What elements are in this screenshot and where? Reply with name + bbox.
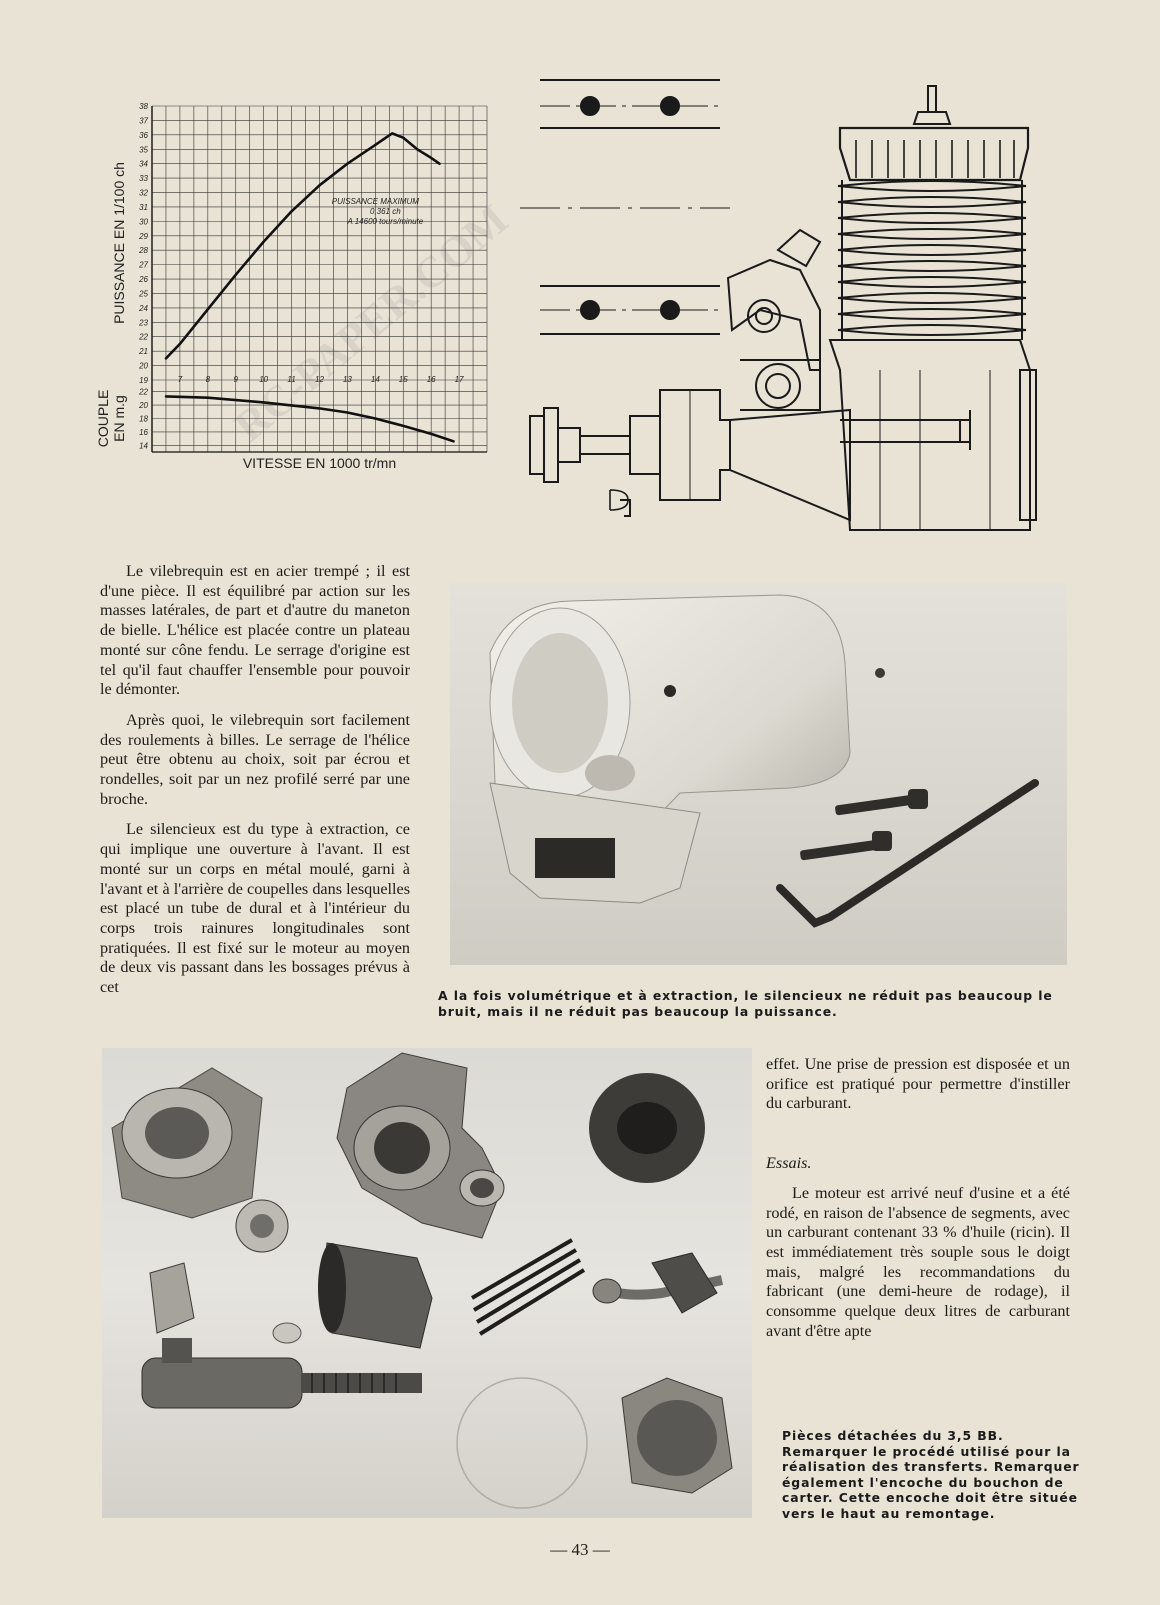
y-axis-label-torque: COUPLE bbox=[95, 390, 111, 448]
engine-technical-drawing bbox=[520, 70, 1080, 550]
y-tick-label-bottom: 18 bbox=[139, 415, 148, 424]
silencer-photo bbox=[450, 583, 1067, 965]
y-tick-label-top: 33 bbox=[139, 174, 148, 183]
chart-svg: RC-PAPER.COM1920212223242526272829303132… bbox=[95, 102, 517, 471]
x-tick-label: 16 bbox=[427, 375, 436, 384]
power-curve bbox=[164, 132, 441, 360]
x-tick-label: 17 bbox=[455, 375, 464, 384]
caption-engine-parts: Pièces détachées du 3,5 BB. Remarquer le… bbox=[782, 1428, 1080, 1521]
silencer-photo-image bbox=[489, 594, 1039, 928]
y-axis-label-power: PUISSANCE EN 1/100 ch bbox=[111, 162, 127, 324]
torque-curve bbox=[164, 395, 455, 443]
paragraph-silencer: Le silencieux est du type à extraction, … bbox=[100, 820, 410, 997]
max-power-annotation: 0,361 ch bbox=[370, 207, 401, 216]
y-tick-label-bottom: 20 bbox=[138, 401, 148, 410]
x-tick-label: 14 bbox=[371, 375, 380, 384]
x-tick-label: 12 bbox=[315, 375, 324, 384]
article-column-left: Le vilebrequin est en acier trempé ; il … bbox=[100, 562, 410, 1009]
y-tick-label-top: 32 bbox=[139, 189, 148, 198]
x-tick-label: 11 bbox=[287, 375, 295, 384]
center-mark bbox=[580, 96, 600, 116]
y-tick-label-bottom: 14 bbox=[139, 441, 148, 450]
y-tick-label-top: 24 bbox=[138, 304, 148, 313]
y-axis-label-torque: EN m.g bbox=[111, 395, 127, 442]
y-tick-label-top: 22 bbox=[138, 333, 148, 342]
y-tick-label-top: 36 bbox=[139, 131, 148, 140]
y-tick-label-top: 28 bbox=[138, 246, 148, 255]
article-column-right: effet. Une prise de pression est disposé… bbox=[766, 1055, 1070, 1352]
engine-parts-photo-image bbox=[111, 1052, 733, 1509]
y-tick-label-bottom: 16 bbox=[139, 428, 148, 437]
engine-drawing-svg bbox=[520, 79, 1037, 531]
y-tick-label-top: 35 bbox=[139, 145, 148, 154]
max-power-annotation: A 14600 tours/minute bbox=[346, 217, 423, 226]
y-tick-label-top: 31 bbox=[139, 203, 148, 212]
y-tick-label-top: 38 bbox=[139, 102, 148, 111]
y-tick-label-top: 34 bbox=[139, 160, 148, 169]
y-tick-label-bottom: 22 bbox=[138, 388, 148, 397]
x-tick-label: 8 bbox=[206, 375, 211, 384]
engine-parts-photo bbox=[102, 1048, 752, 1518]
y-tick-label-top: 25 bbox=[138, 289, 148, 298]
paragraph-continuation: effet. Une prise de pression est disposé… bbox=[766, 1055, 1070, 1113]
center-mark bbox=[660, 96, 680, 116]
paragraph-essais: Le moteur est arrivé neuf d'usine et a é… bbox=[766, 1183, 1070, 1340]
y-tick-label-top: 29 bbox=[138, 232, 148, 241]
y-tick-label-top: 20 bbox=[138, 362, 148, 371]
page-number: — 43 — bbox=[550, 1540, 610, 1559]
section-heading-essais: Essais. bbox=[766, 1154, 812, 1173]
max-power-annotation: PUISSANCE MAXIMUM bbox=[332, 197, 419, 206]
x-tick-label: 7 bbox=[178, 375, 183, 384]
caption-silencer: A la fois volumétrique et à extraction, … bbox=[438, 988, 1053, 1019]
x-axis-label: VITESSE EN 1000 tr/mn bbox=[243, 455, 396, 471]
y-tick-label-top: 27 bbox=[138, 261, 148, 270]
x-tick-label: 15 bbox=[399, 375, 408, 384]
y-tick-label-top: 21 bbox=[138, 347, 148, 356]
paragraph-bearings: Après quoi, le vilebrequin sort facileme… bbox=[100, 710, 410, 808]
center-mark bbox=[660, 300, 680, 320]
y-tick-label-top: 19 bbox=[139, 376, 148, 385]
y-tick-label-top: 26 bbox=[138, 275, 148, 284]
paragraph-crankshaft: Le vilebrequin est en acier trempé ; il … bbox=[100, 562, 410, 699]
y-tick-label-top: 30 bbox=[139, 217, 148, 226]
x-tick-label: 13 bbox=[343, 375, 352, 384]
x-tick-label: 10 bbox=[259, 375, 268, 384]
x-tick-label: 9 bbox=[234, 375, 239, 384]
center-mark bbox=[580, 300, 600, 320]
y-tick-label-top: 37 bbox=[139, 116, 148, 125]
y-tick-label-top: 23 bbox=[138, 318, 148, 327]
